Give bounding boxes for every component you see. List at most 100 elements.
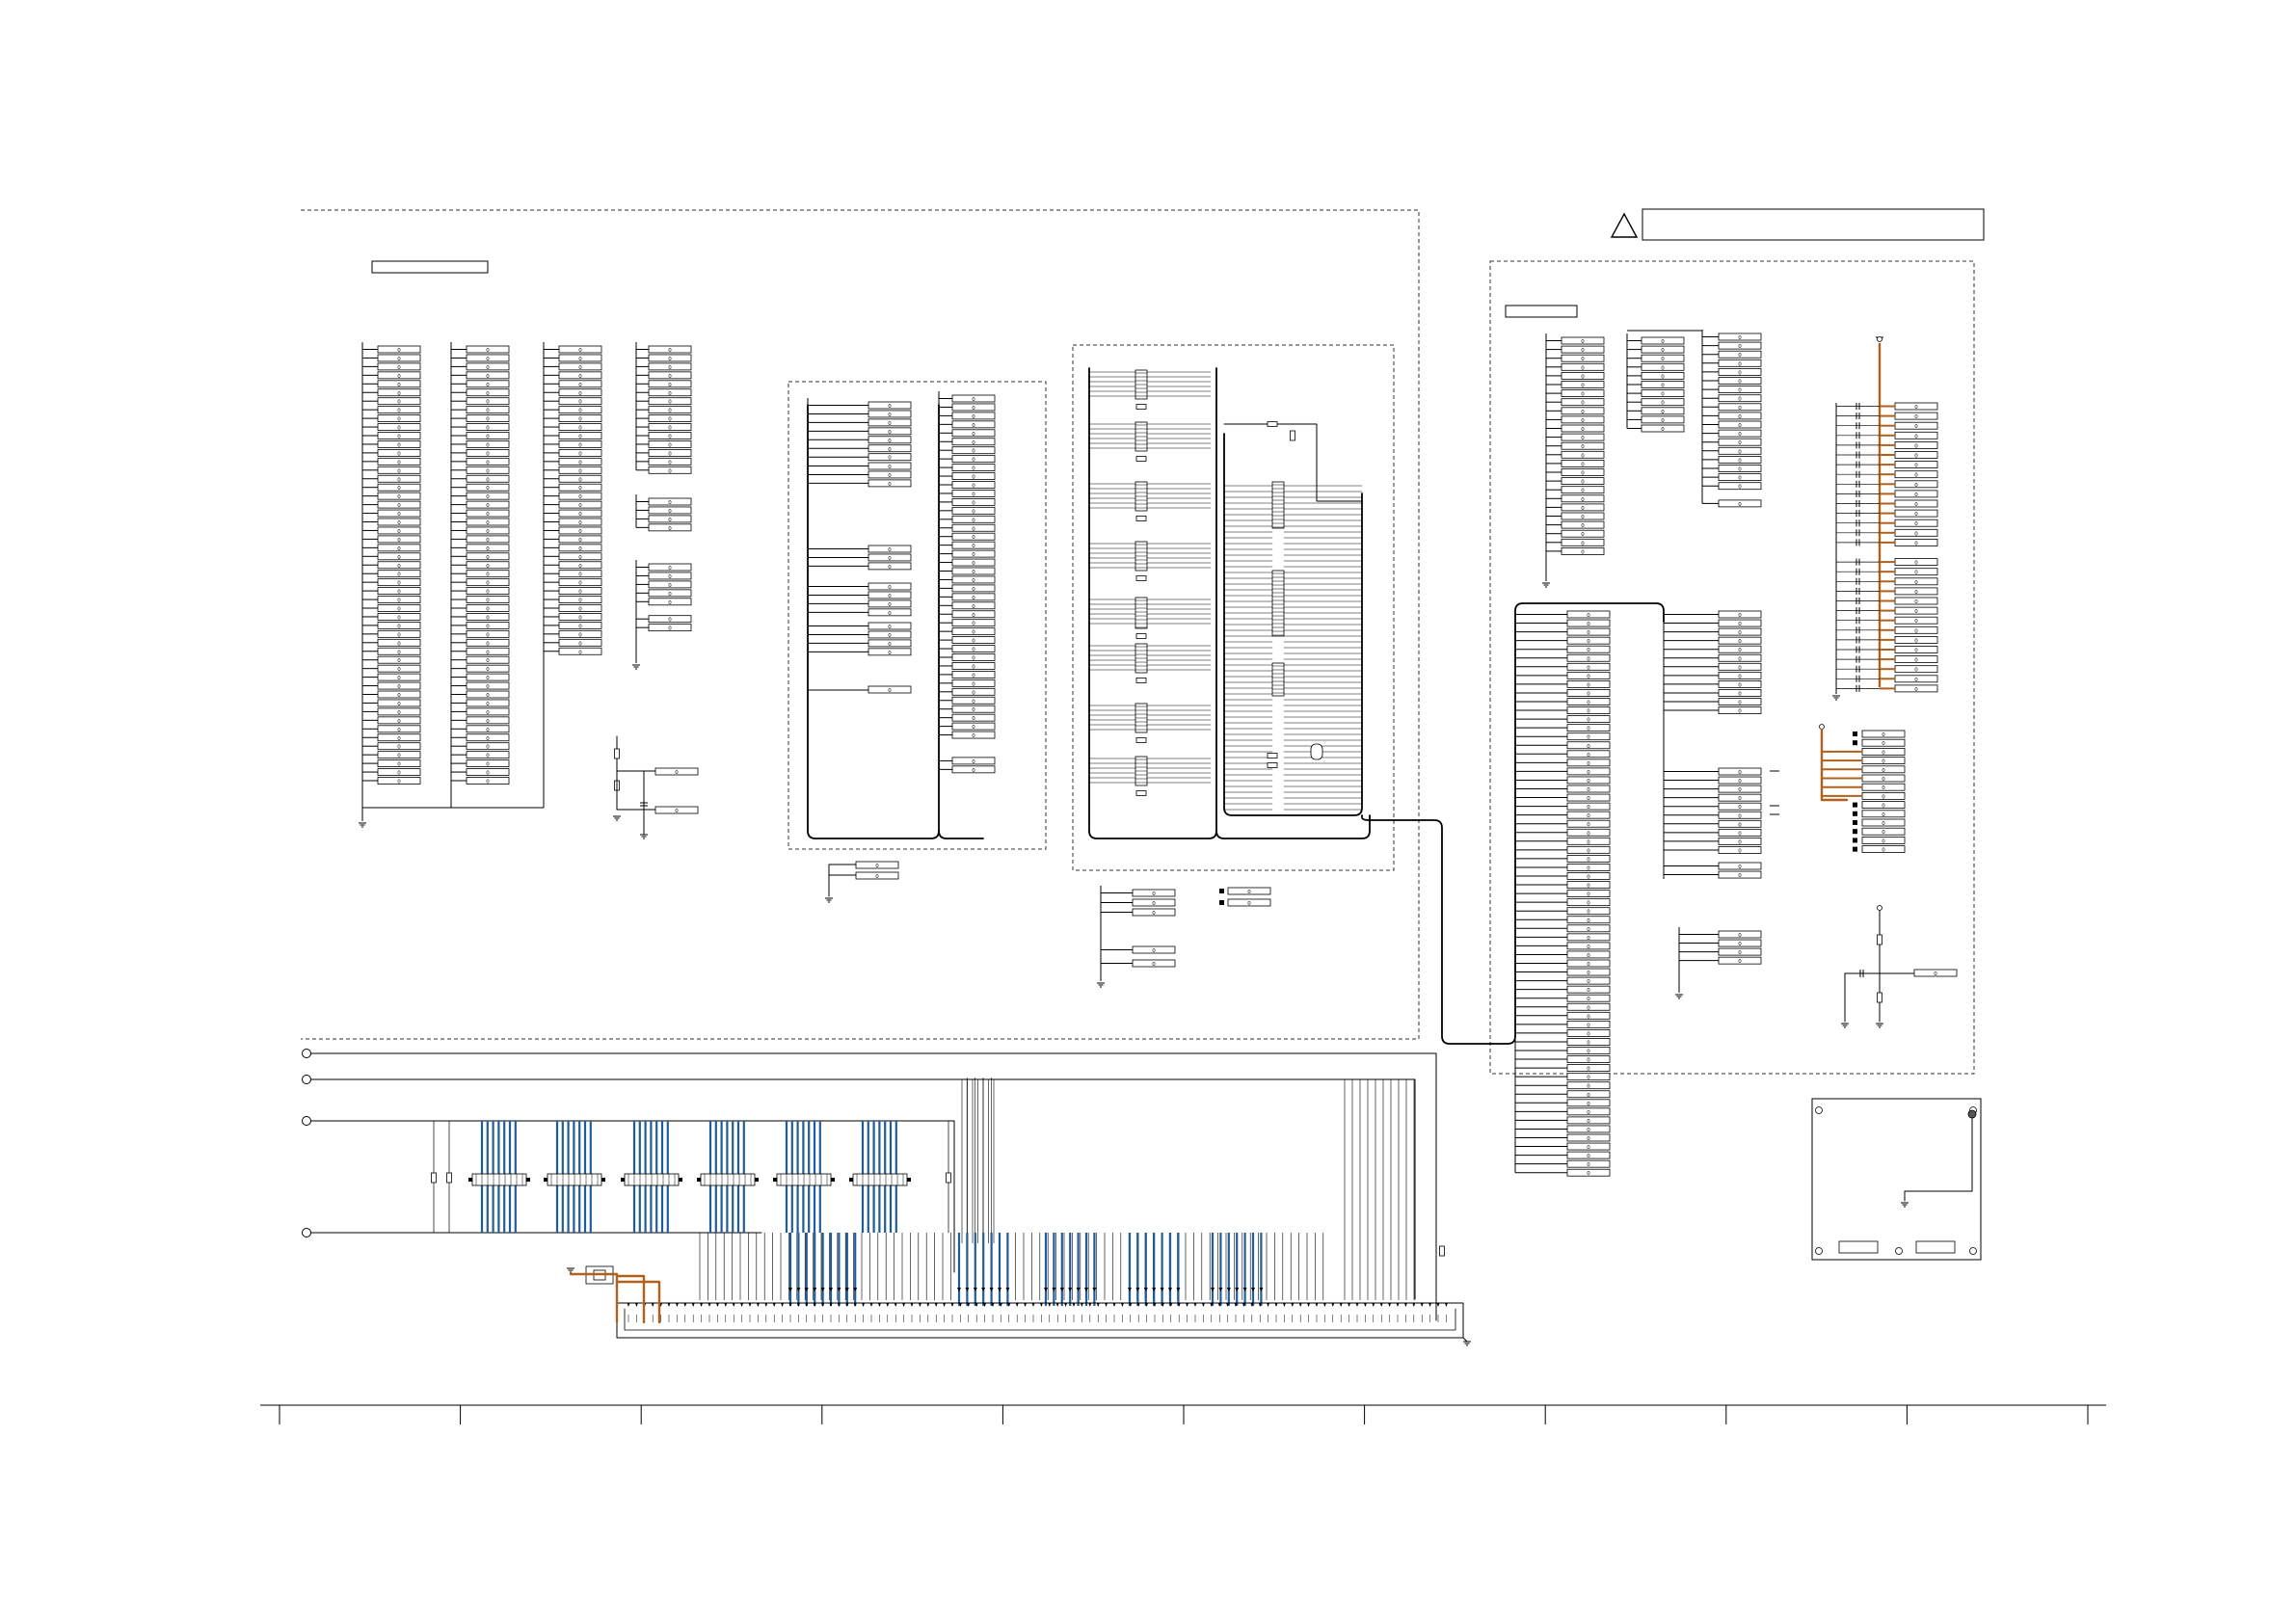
net-label-box: 0 [648, 423, 692, 432]
pin-mark: 0 [397, 460, 401, 466]
net-label-box: 0 [466, 544, 510, 552]
net-label-box: 0 [855, 861, 899, 869]
pin-mark: 0 [668, 460, 672, 466]
arrow-icon [788, 1288, 792, 1291]
pin-arrow-icon [724, 1303, 728, 1307]
pin-arrow-icon [974, 1303, 978, 1307]
net-label-box: 0 [1641, 424, 1685, 433]
arrow-icon [1128, 1288, 1132, 1291]
net-label-box: 0 [1718, 930, 1762, 939]
net-label-box: 0 [1894, 539, 1938, 546]
pin-mark: 0 [1661, 365, 1665, 371]
net-label-box: 0 [466, 570, 510, 578]
net-label-box: 0 [377, 448, 421, 457]
net-label-box: 0 [868, 582, 912, 591]
pin-mark: 0 [1661, 374, 1665, 380]
net-label-box: 0 [1566, 872, 1611, 881]
net-label-box: 0 [951, 490, 996, 497]
resistor-icon [1135, 575, 1147, 581]
net-label-box: 0 [1561, 381, 1605, 389]
net-label-box: 0 [868, 608, 912, 617]
net-label-box: 0 [466, 500, 510, 509]
net-label-box: 0 [951, 438, 996, 446]
net-label-box: 0 [1894, 655, 1938, 664]
net-label-box: 0 [1718, 386, 1762, 394]
net-label-box: 0 [558, 647, 602, 655]
net-label-box: 0 [648, 397, 692, 406]
pin-mark: 0 [578, 529, 582, 535]
connector-pad-icon [1219, 900, 1224, 905]
arrow-icon [813, 1288, 817, 1291]
pin-mark: 0 [1738, 622, 1742, 627]
arrow-icon [1226, 1288, 1231, 1291]
net-label-box: 0 [951, 757, 996, 765]
net-label-box: 0 [1718, 802, 1762, 811]
pin-mark: 0 [486, 650, 490, 655]
net-label-box: 0 [868, 545, 912, 553]
pin-arrow-icon [1241, 1303, 1245, 1307]
net-label-box: 0 [466, 388, 510, 397]
pin-mark: 0 [1738, 691, 1742, 697]
arrow-icon [796, 1288, 801, 1291]
net-label-box: 0 [466, 518, 510, 526]
pin-arrow-icon [732, 1303, 735, 1307]
pin-mark: 0 [1738, 950, 1742, 956]
pin-mark: 0 [397, 529, 401, 535]
arrow-icon [829, 1288, 833, 1291]
pin-mark: 0 [1587, 988, 1590, 994]
net-label-box: 0 [377, 397, 421, 406]
pin-mark: 0 [1587, 727, 1590, 732]
pin-mark: 0 [1882, 785, 1885, 791]
net-label-box: 0 [377, 466, 421, 474]
net-label-box: 0 [377, 681, 421, 690]
net-label-box: 0 [558, 423, 602, 432]
pin-mark: 0 [1587, 665, 1590, 671]
pin-arrow-icon [1291, 1303, 1295, 1307]
net-label-box: 0 [1718, 680, 1762, 688]
net-label-box: 0 [1566, 890, 1611, 898]
pin-mark: 0 [972, 630, 975, 636]
pin-mark: 0 [1738, 933, 1742, 939]
net-label-box: 0 [1894, 519, 1938, 527]
net-label-box: 0 [1718, 619, 1762, 627]
pin-mark: 0 [1738, 476, 1742, 482]
resistor-icon [1877, 992, 1882, 1003]
net-label-box: 0 [1894, 587, 1938, 596]
net-label-box: 0 [951, 705, 996, 713]
pin-arrow-icon [991, 1303, 995, 1307]
pin-mark: 0 [1581, 489, 1585, 494]
pin-mark: 0 [1661, 348, 1665, 354]
test-point-icon [1877, 336, 1882, 342]
pin-mark: 0 [397, 409, 401, 414]
pin-mark: 0 [397, 435, 401, 440]
pin-arrow-icon [1055, 1303, 1059, 1307]
net-label-box: 0 [1227, 887, 1271, 895]
pin-mark: 0 [578, 468, 582, 474]
pin-mark: 0 [1587, 962, 1590, 968]
net-label-box: 0 [868, 470, 912, 479]
net-label-box: 0 [648, 497, 692, 506]
pin-mark: 0 [578, 383, 582, 388]
pin-mark: 0 [1587, 805, 1590, 811]
pin-arrow-icon [1177, 1303, 1181, 1307]
pin-arrow-icon [918, 1303, 921, 1307]
pin-mark: 0 [1587, 622, 1590, 627]
pin-mark: 0 [397, 503, 401, 509]
net-label-box: 0 [1566, 802, 1611, 811]
pin-mark: 0 [578, 409, 582, 414]
pin-mark: 0 [1738, 406, 1742, 412]
pin-mark: 0 [1738, 709, 1742, 715]
pin-mark: 0 [972, 475, 975, 481]
net-label-box: 0 [1566, 1090, 1611, 1099]
pin-arrow-icon [1444, 1303, 1448, 1307]
net-label-outline [1861, 827, 1906, 836]
pin-mark: 0 [1587, 1050, 1590, 1055]
resistor-icon [446, 1172, 452, 1184]
pin-mark: 0 [1581, 339, 1585, 345]
bus-trunk [1361, 602, 1665, 1045]
net-label-box: 0 [466, 673, 510, 681]
pin-mark: 0 [972, 544, 975, 549]
pin-mark: 0 [1914, 609, 1918, 615]
net-label-box: 0 [1718, 838, 1762, 845]
arrow-icon [1242, 1288, 1247, 1291]
